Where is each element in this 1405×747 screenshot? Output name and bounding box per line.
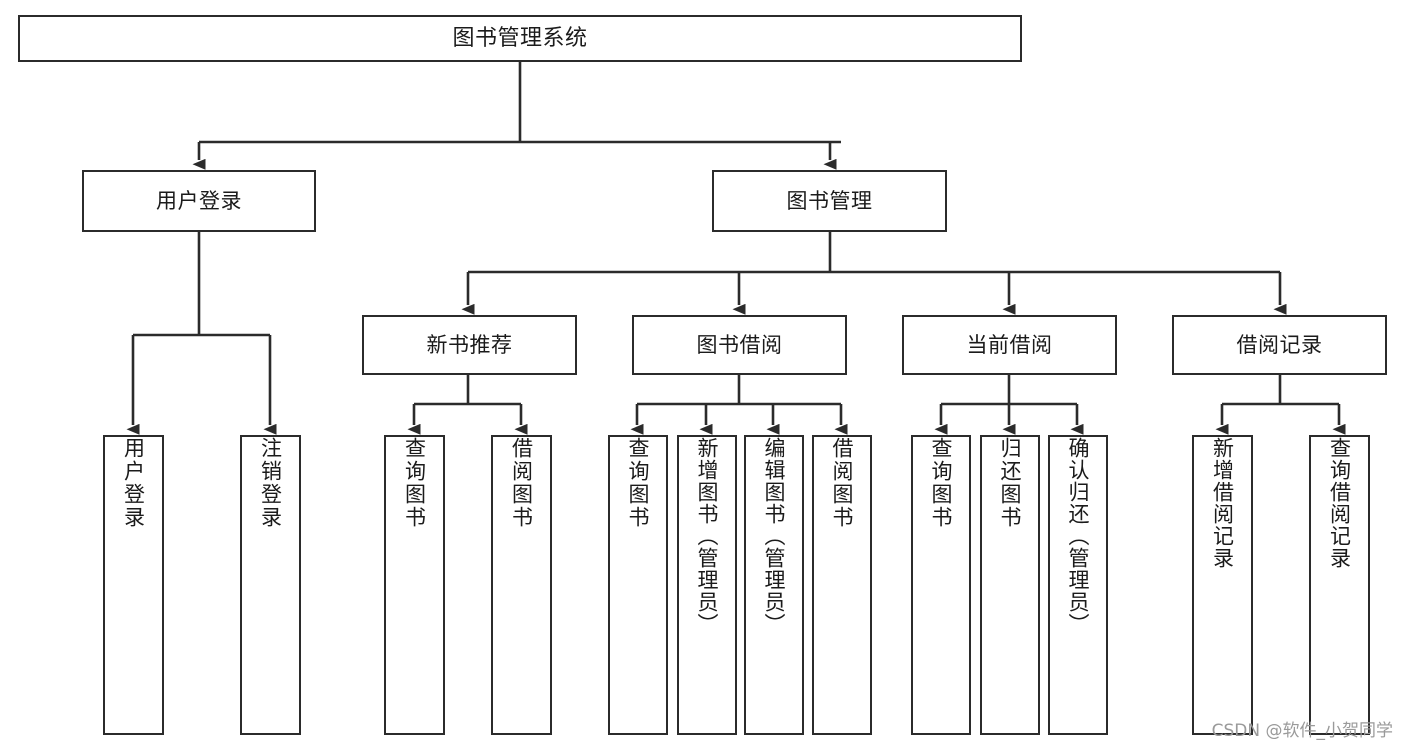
- node-leaf-add-book-label: 新增图书（管理员）: [695, 437, 720, 635]
- node-leaf-borrow-book-1[interactable]: 借阅图书: [491, 435, 552, 735]
- node-leaf-borrow-book-1-label: 借阅图书: [509, 437, 534, 529]
- node-leaf-borrow-book-2-label: 借阅图书: [830, 437, 855, 529]
- node-leaf-borrow-book-2[interactable]: 借阅图书: [812, 435, 872, 735]
- node-root-label: 图书管理系统: [452, 25, 588, 51]
- node-leaf-query-book-1-label: 查询图书: [402, 437, 427, 529]
- node-user-login-label: 用户登录: [156, 188, 242, 213]
- node-leaf-add-record-label: 新增借阅记录: [1210, 437, 1235, 569]
- node-leaf-logout-login[interactable]: 注销登录: [240, 435, 301, 735]
- node-leaf-edit-book-label: 编辑图书（管理员）: [762, 437, 787, 635]
- node-leaf-user-login-label: 用户登录: [121, 437, 146, 529]
- node-leaf-query-record[interactable]: 查询借阅记录: [1309, 435, 1370, 735]
- node-book-borrow[interactable]: 图书借阅: [632, 315, 847, 375]
- node-new-book-recommend[interactable]: 新书推荐: [362, 315, 577, 375]
- node-book-management-label: 图书管理: [786, 188, 873, 213]
- node-leaf-return-book[interactable]: 归还图书: [980, 435, 1040, 735]
- node-leaf-return-book-label: 归还图书: [998, 437, 1023, 529]
- node-book-management[interactable]: 图书管理: [712, 170, 947, 232]
- node-leaf-query-record-label: 查询借阅记录: [1327, 437, 1352, 569]
- node-leaf-add-record[interactable]: 新增借阅记录: [1192, 435, 1253, 735]
- csdn-watermark: CSDN @软件_小贺同学: [1211, 721, 1393, 741]
- node-leaf-add-book[interactable]: 新增图书（管理员）: [677, 435, 737, 735]
- node-leaf-query-book-1[interactable]: 查询图书: [384, 435, 445, 735]
- node-book-borrow-label: 图书借阅: [696, 332, 783, 357]
- node-leaf-query-book-3-label: 查询图书: [929, 437, 954, 529]
- node-current-borrow-label: 当前借阅: [966, 332, 1053, 357]
- node-leaf-query-book-2[interactable]: 查询图书: [608, 435, 668, 735]
- node-borrow-record[interactable]: 借阅记录: [1172, 315, 1387, 375]
- node-leaf-confirm-return[interactable]: 确认归还（管理员）: [1048, 435, 1108, 735]
- node-root[interactable]: 图书管理系统: [18, 15, 1022, 62]
- node-leaf-query-book-2-label: 查询图书: [626, 437, 651, 529]
- node-leaf-user-login[interactable]: 用户登录: [103, 435, 164, 735]
- node-leaf-query-book-3[interactable]: 查询图书: [911, 435, 971, 735]
- node-leaf-confirm-return-label: 确认归还（管理员）: [1066, 437, 1091, 635]
- node-new-book-recommend-label: 新书推荐: [426, 332, 513, 357]
- node-leaf-edit-book[interactable]: 编辑图书（管理员）: [744, 435, 804, 735]
- node-user-login[interactable]: 用户登录: [82, 170, 316, 232]
- node-borrow-record-label: 借阅记录: [1236, 332, 1323, 357]
- node-leaf-logout-login-label: 注销登录: [258, 437, 283, 529]
- node-current-borrow[interactable]: 当前借阅: [902, 315, 1117, 375]
